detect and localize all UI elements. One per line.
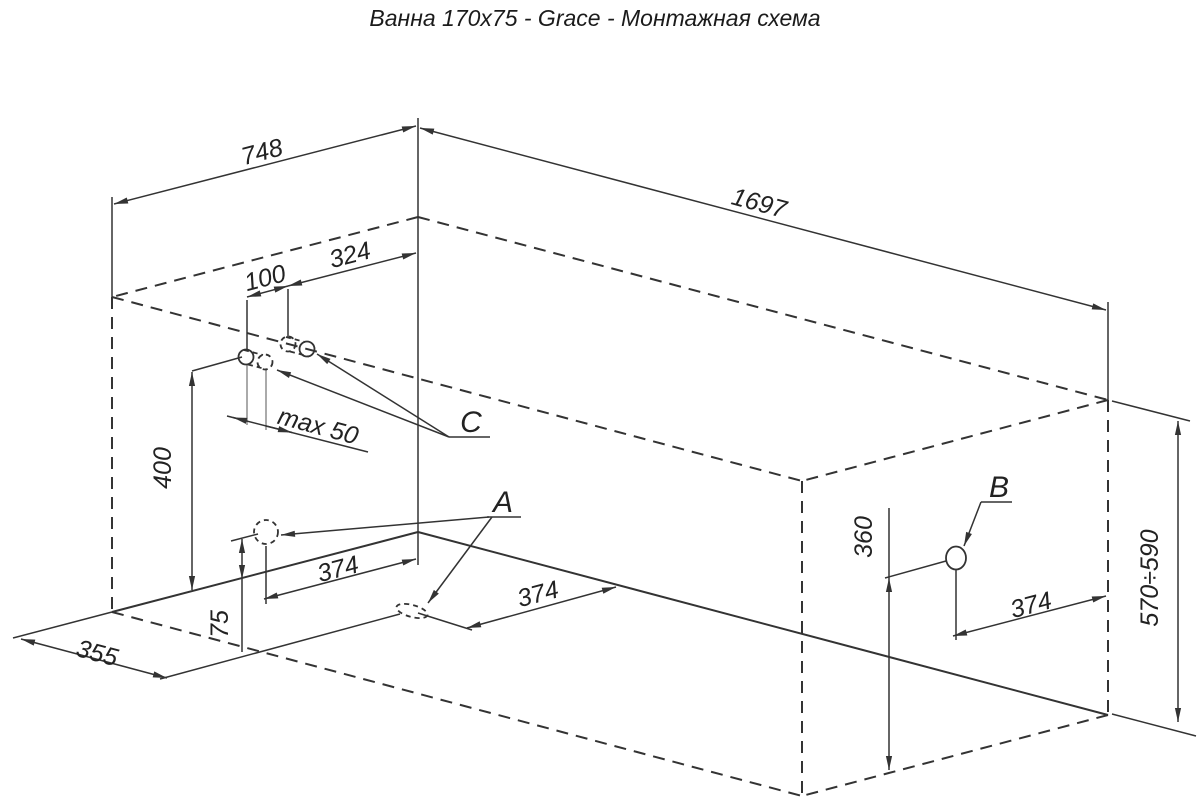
dimension-100: 100 [241, 259, 289, 298]
dim-355-value: 355 [73, 634, 121, 672]
dim-400-value: 400 [149, 447, 177, 489]
dim-374-end-wall-value: 374 [314, 550, 361, 588]
dim-max50-value: max 50 [275, 402, 362, 450]
tub-hidden-edges [111, 216, 1109, 799]
dimension-max50: max 50 [226, 402, 369, 453]
dimension-355: 355 [20, 634, 168, 679]
leader-b: B [963, 471, 1012, 547]
leader-a: A [280, 486, 521, 604]
dim-748-value: 748 [238, 133, 286, 171]
dimension-400: 400 [149, 372, 196, 590]
dim-570-590-value: 570÷590 [1136, 529, 1164, 626]
bracket-slot-2 [279, 335, 316, 358]
hole-a-circle [253, 519, 279, 545]
dim-75-value: 75 [206, 610, 234, 638]
dimension-75: 75 [206, 539, 246, 638]
dimension-748: 748 [113, 125, 417, 205]
dim-374-drain-value: 374 [514, 575, 561, 613]
leader-c: C [276, 353, 490, 439]
dimension-324: 324 [287, 236, 417, 287]
dimension-374-end-wall: 374 [263, 550, 417, 600]
label-a: A [491, 486, 513, 519]
bracket-slot-1 [237, 348, 274, 371]
hole-b-circle [945, 545, 967, 571]
dim-360-value: 360 [850, 516, 878, 558]
dimension-374-hole-b: 374 [952, 586, 1107, 637]
drain-ellipse [395, 602, 429, 620]
dim-100-value: 100 [241, 259, 289, 297]
extension-lines [12, 118, 1197, 737]
page-title: Ванна 170x75 - Grace - Монтажная схема [369, 5, 820, 31]
dimension-570-590: 570÷590 [1136, 421, 1182, 722]
label-c: C [460, 406, 482, 439]
dimension-360: 360 [850, 516, 893, 770]
dim-324-value: 324 [326, 236, 373, 274]
dimension-374-drain: 374 [466, 575, 617, 629]
label-b: B [989, 471, 1009, 504]
dimension-1697: 1697 [419, 127, 1107, 311]
dim-374-hole-b-value: 374 [1007, 586, 1054, 624]
tub-visible-edges [111, 531, 1109, 716]
